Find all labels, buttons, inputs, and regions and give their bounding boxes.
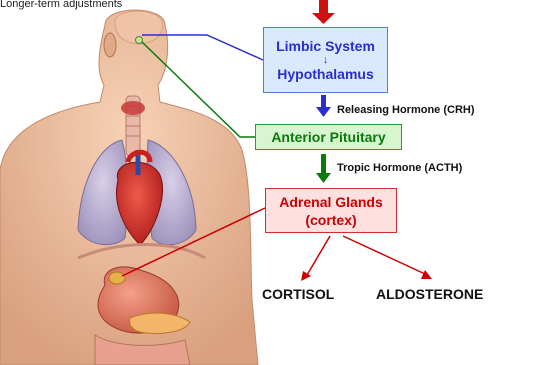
adrenal-cortex-label: (cortex) [305,211,356,229]
hypothalamus-label: Hypothalamus [277,66,373,83]
pituitary-connector-line [142,42,255,137]
limbic-system-label: Limbic System [276,38,375,55]
adrenal-glands-label: Adrenal Glands [279,193,382,211]
down-arrow-icon: ↓ [323,55,329,66]
cortisol-arrow [301,236,330,281]
caption-text: Longer-term adjustments [0,0,122,10]
tropic-hormone-label: Tropic Hormone (ACTH) [337,162,462,174]
crh-arrow [316,95,331,117]
cortisol-label: CORTISOL [262,286,334,302]
anterior-pituitary-label: Anterior Pituitary [271,129,385,145]
acth-arrow [316,154,331,183]
aldosterone-label: ALDOSTERONE [376,286,483,302]
limbic-hypothalamus-box: Limbic System ↓ Hypothalamus [263,27,388,93]
hypothalamus-connector-line [142,35,263,60]
adrenal-glands-box: Adrenal Glands (cortex) [265,188,397,233]
releasing-hormone-label: Releasing Hormone (CRH) [337,104,475,116]
anterior-pituitary-box: Anterior Pituitary [255,124,402,150]
adrenal-connector-line [122,208,265,276]
aldosterone-arrow [343,236,432,279]
input-arrow [312,0,335,24]
